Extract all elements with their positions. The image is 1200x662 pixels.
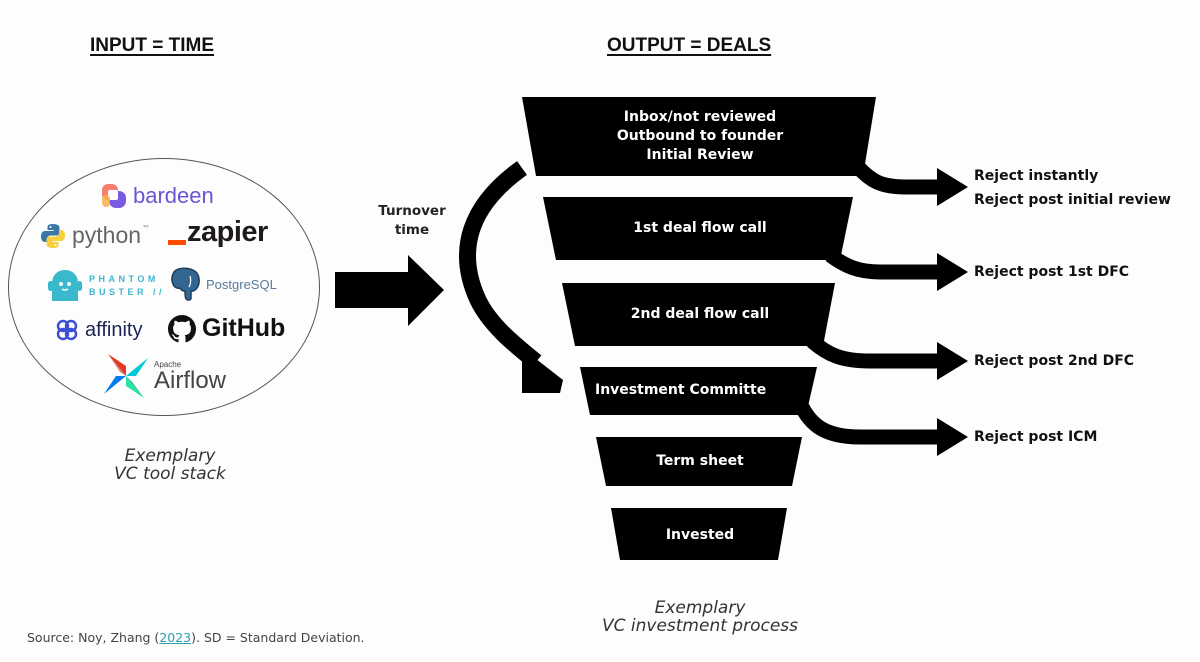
logo-postgresql: PostgreSQL xyxy=(168,266,277,302)
investment-process-caption: Exemplary VC investment process xyxy=(601,598,798,636)
reject-connector-4 xyxy=(793,399,940,445)
reject-arrowhead-3 xyxy=(937,342,968,380)
funnel-stage-2 xyxy=(543,197,853,260)
reject-label-4: Reject post ICM xyxy=(974,429,1098,445)
github-octocat-icon xyxy=(168,314,196,342)
loop-arrow xyxy=(459,161,542,369)
funnel-stage-5 xyxy=(596,437,802,486)
funnel-stage-4 xyxy=(580,367,817,415)
affinity-knot-icon xyxy=(56,319,78,341)
loop-arrow-head xyxy=(522,348,563,393)
tool-stack-ellipse xyxy=(8,158,320,416)
reject-connector-2 xyxy=(825,248,940,280)
github-label: GitHub xyxy=(202,314,286,342)
reject-connector-3 xyxy=(807,335,940,369)
stage-label-3: 2nd deal flow call xyxy=(630,306,770,322)
funnel-stage-6 xyxy=(611,508,787,560)
airflow-label: Apache Airflow xyxy=(154,359,227,394)
logo-affinity: affinity xyxy=(55,318,142,342)
postgresql-label: PostgreSQL xyxy=(206,276,277,292)
tool-stack-caption: Exemplary VC tool stack xyxy=(114,446,226,484)
reject-label-3: Reject post 2nd DFC xyxy=(974,353,1135,369)
bardeen-logo-icon xyxy=(102,184,126,208)
turnover-time-label: Turnover time xyxy=(378,203,446,238)
phantombuster-ghost-icon xyxy=(48,270,82,301)
logo-airflow: Apache Airflow xyxy=(102,352,226,400)
reject-label-2: Reject post 1st DFC xyxy=(974,264,1130,280)
source-note: Source: Noy, Zhang (2023). SD = Standard… xyxy=(27,630,365,645)
reject-arrowhead-2 xyxy=(937,253,968,291)
bardeen-label: bardeen xyxy=(133,183,214,208)
reject-connector-1 xyxy=(852,161,940,195)
affinity-label: affinity xyxy=(85,318,143,341)
funnel-stage-1 xyxy=(522,97,876,176)
reject-label-1: Reject instantly Reject post initial rev… xyxy=(974,168,1171,208)
logo-bardeen: bardeen xyxy=(101,183,214,209)
output-heading: OUTPUT = DEALS xyxy=(607,35,772,56)
stage-label-2: 1st deal flow call xyxy=(633,220,767,236)
reject-arrowhead-4 xyxy=(937,418,968,456)
logo-zapier: zapier xyxy=(168,216,268,249)
logo-phantombuster: PHANTOM BUSTER // xyxy=(47,267,165,305)
stage-label-1: Inbox/not reviewed Outbound to founder I… xyxy=(616,109,784,163)
python-logo-icon xyxy=(41,223,65,248)
logo-python: python ™ xyxy=(40,222,150,249)
logo-github: GitHub xyxy=(168,314,285,343)
input-heading: INPUT = TIME xyxy=(90,35,215,56)
zapier-underscore-icon xyxy=(168,239,186,245)
reject-arrowhead-1 xyxy=(937,168,968,206)
python-trademark: ™ xyxy=(142,224,151,233)
stage-label-4: Investment Committe xyxy=(595,382,767,398)
stage-label-5: Term sheet xyxy=(656,453,744,469)
postgresql-elephant-icon xyxy=(171,267,200,301)
funnel-stage-3 xyxy=(562,283,835,346)
airflow-pinwheel-icon xyxy=(104,354,148,398)
phantombuster-label: PHANTOM BUSTER // xyxy=(89,274,166,297)
turnover-arrow xyxy=(335,255,444,326)
stage-label-6: Invested xyxy=(665,527,735,543)
source-link-2023[interactable]: 2023 xyxy=(159,630,192,645)
python-label: python xyxy=(72,222,142,248)
zapier-label: zapier xyxy=(187,216,268,248)
